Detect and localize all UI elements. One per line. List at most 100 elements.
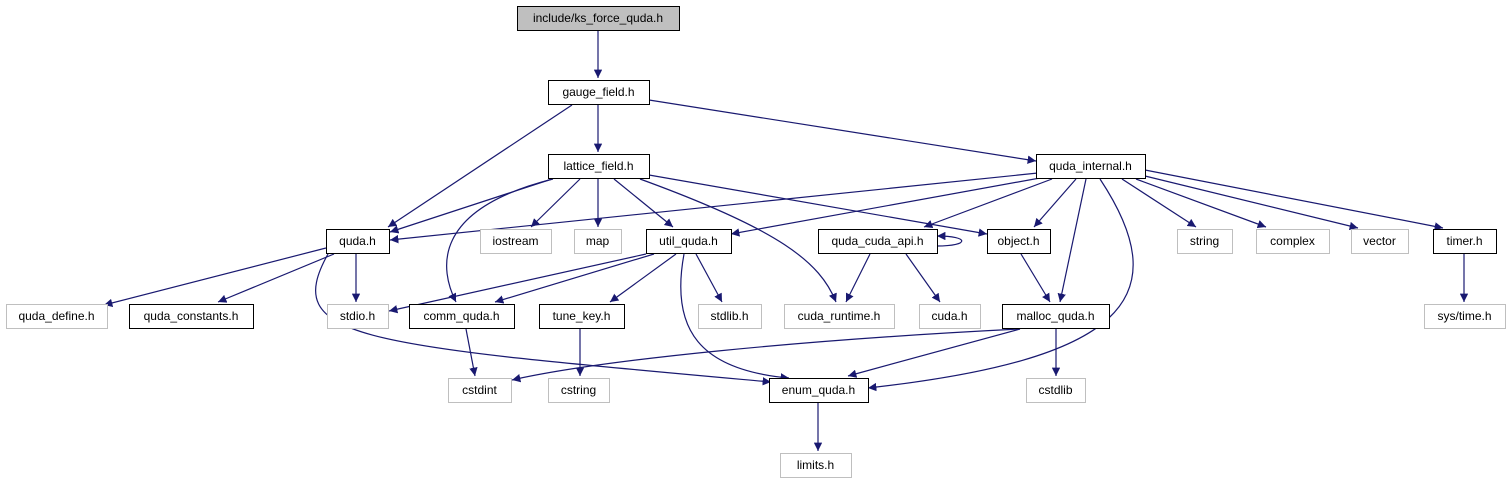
node-iostream: iostream xyxy=(480,229,552,254)
edge-gauge-field-to-quda-internal xyxy=(648,99,1037,164)
node-label-quda-cuda-api: quda_cuda_api.h xyxy=(831,234,923,248)
node-box-stdio xyxy=(327,304,389,329)
node-label-util-quda: util_quda.h xyxy=(659,234,718,248)
node-cuda: cuda.h xyxy=(919,304,981,329)
node-enum-quda[interactable]: enum_quda.h xyxy=(769,378,869,403)
node-sys-time: sys/time.h xyxy=(1424,304,1506,329)
node-quda[interactable]: quda.h xyxy=(326,229,390,254)
node-box-sys-time xyxy=(1424,304,1506,329)
node-timer[interactable]: timer.h xyxy=(1433,229,1497,254)
node-label-stdio: stdio.h xyxy=(340,309,375,323)
edge-quda-internal-to-util-quda xyxy=(730,177,1041,237)
edges-layer xyxy=(103,31,1469,451)
edge-quda-internal-to-enum-quda xyxy=(867,178,1134,392)
node-gauge-field[interactable]: gauge_field.h xyxy=(548,80,650,105)
edge-quda-internal-to-vector xyxy=(1144,175,1359,231)
node-label-cstdlib: cstdlib xyxy=(1038,383,1072,397)
node-tune-key[interactable]: tune_key.h xyxy=(539,304,625,329)
node-box-cuda-runtime xyxy=(784,304,895,329)
node-label-stdlib: stdlib.h xyxy=(710,309,748,323)
node-limits: limits.h xyxy=(780,453,852,478)
node-label-gauge-field: gauge_field.h xyxy=(562,85,634,99)
edge-util-quda-to-enum-quda xyxy=(680,253,790,382)
node-label-cuda-runtime: cuda_runtime.h xyxy=(798,309,881,323)
node-label-quda-constants: quda_constants.h xyxy=(144,309,239,323)
edge-quda-internal-to-timer xyxy=(1144,169,1444,231)
edge-malloc-quda-to-enum-quda xyxy=(847,328,1021,378)
node-object[interactable]: object.h xyxy=(987,229,1051,254)
node-label-map: map xyxy=(586,234,610,248)
node-box-tune-key xyxy=(539,304,625,329)
node-map: map xyxy=(574,229,622,254)
node-box-limits xyxy=(780,453,852,478)
node-box-string xyxy=(1177,229,1233,254)
node-box-timer xyxy=(1433,229,1497,254)
edge-quda-internal-to-malloc-quda xyxy=(1057,178,1087,303)
edge-lattice-field-to-iostream xyxy=(530,178,581,228)
edge-quda-cuda-api-to-cuda xyxy=(905,253,941,303)
edge-lattice-field-to-util-quda xyxy=(613,178,674,228)
node-box-gauge-field xyxy=(548,80,650,105)
node-box-object xyxy=(987,229,1051,254)
edge-gauge-field-to-quda xyxy=(387,104,573,228)
node-quda-define: quda_define.h xyxy=(6,304,108,329)
node-cstring: cstring xyxy=(548,378,610,403)
edge-util-quda-to-stdio xyxy=(388,253,647,314)
nodes-layer: include/ks_force_quda.h gauge_field.hlatt… xyxy=(6,6,1506,478)
node-label-cuda: cuda.h xyxy=(931,309,967,323)
edge-comm-quda-to-cstdint xyxy=(465,328,478,377)
node-label-quda-internal: quda_internal.h xyxy=(1049,159,1132,173)
edge-util-quda-to-comm-quda xyxy=(494,253,655,304)
node-quda-constants[interactable]: quda_constants.h xyxy=(129,304,254,329)
node-util-quda[interactable]: util_quda.h xyxy=(646,229,732,254)
edge-quda-internal-to-object xyxy=(1033,178,1077,228)
node-label-sys-time: sys/time.h xyxy=(1437,309,1491,323)
node-box-lattice-field xyxy=(548,154,650,179)
node-box-stdlib xyxy=(698,304,762,329)
node-cstdlib: cstdlib xyxy=(1026,378,1086,403)
edge-lattice-field-to-comm-quda xyxy=(446,178,554,303)
node-box-cstring xyxy=(548,378,610,403)
node-label-comm-quda: comm_quda.h xyxy=(423,309,499,323)
node-ks-force-quda[interactable]: include/ks_force_quda.h xyxy=(517,6,680,31)
node-label-object: object.h xyxy=(997,234,1039,248)
edge-quda-to-quda-define xyxy=(103,247,327,307)
edge-quda-cuda-api-to-quda-cuda-api xyxy=(936,231,963,247)
node-label-iostream: iostream xyxy=(492,234,538,248)
node-label-string: string xyxy=(1190,234,1219,248)
node-box-cstdint xyxy=(448,378,512,403)
edge-lattice-field-to-cuda-runtime xyxy=(639,178,837,303)
node-box-util-quda xyxy=(646,229,732,254)
edge-quda-cuda-api-to-cuda-runtime xyxy=(845,253,871,303)
node-box-malloc-quda xyxy=(1002,304,1110,329)
node-box-iostream xyxy=(480,229,552,254)
edge-quda-internal-to-complex xyxy=(1135,178,1267,229)
node-malloc-quda[interactable]: malloc_quda.h xyxy=(1002,304,1110,329)
edge-quda-internal-to-quda xyxy=(389,172,1039,244)
node-label-ks-force-quda: include/ks_force_quda.h xyxy=(533,11,663,25)
node-box-enum-quda xyxy=(769,378,869,403)
edge-object-to-malloc-quda xyxy=(1020,253,1051,303)
edge-quda-to-quda-constants xyxy=(217,253,335,303)
node-box-comm-quda xyxy=(409,304,515,329)
node-box-quda xyxy=(326,229,390,254)
node-comm-quda[interactable]: comm_quda.h xyxy=(409,304,515,329)
node-label-lattice-field: lattice_field.h xyxy=(563,159,633,173)
node-label-enum-quda: enum_quda.h xyxy=(782,383,855,397)
node-box-quda-cuda-api xyxy=(818,229,938,254)
node-box-complex xyxy=(1256,229,1330,254)
edge-quda-to-enum-quda xyxy=(315,253,772,386)
node-quda-internal[interactable]: quda_internal.h xyxy=(1036,154,1146,179)
node-box-cuda xyxy=(919,304,981,329)
node-stdlib: stdlib.h xyxy=(698,304,762,329)
edge-malloc-quda-to-cstdint xyxy=(511,328,1021,383)
node-label-vector: vector xyxy=(1363,234,1396,248)
node-label-cstdint: cstdint xyxy=(462,383,497,397)
node-cstdint: cstdint xyxy=(448,378,512,403)
edge-quda-internal-to-string xyxy=(1121,178,1197,228)
node-box-cstdlib xyxy=(1026,378,1086,403)
node-lattice-field[interactable]: lattice_field.h xyxy=(548,154,650,179)
edge-util-quda-to-stdlib xyxy=(695,253,723,303)
node-quda-cuda-api[interactable]: quda_cuda_api.h xyxy=(818,229,938,254)
